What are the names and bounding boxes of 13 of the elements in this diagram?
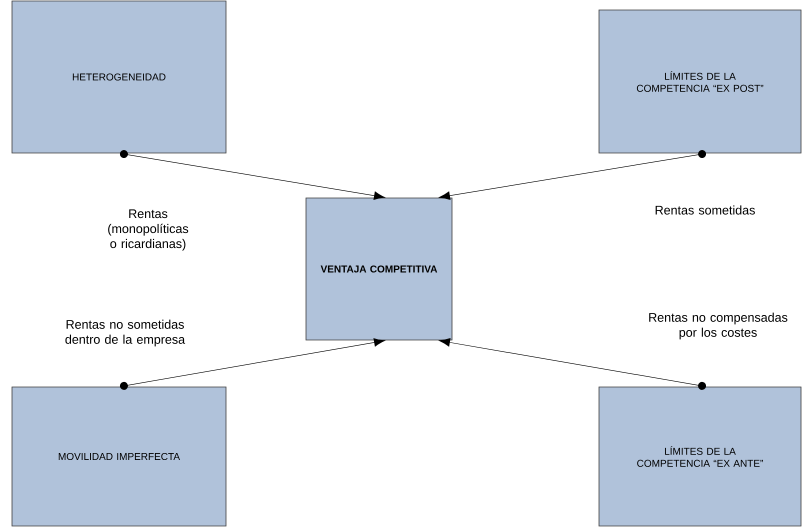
arrow [120,150,386,200]
rent-label: Rentas sometidas [656,205,755,215]
arrow [120,338,386,390]
rent-label: Rentas no sometidas dentro de la empresa [65,320,186,346]
arrow [438,150,706,200]
rent-label: Rentas no compensadas por los costes [649,312,788,340]
concept-box: HETEROGENEIDAD [12,0,226,154]
arrow [438,338,706,390]
concept-box: MOVILIDAD IMPERFECTA [12,386,226,526]
rent-label: Rentas (monopolíticas o ricardianas) [108,209,188,251]
concept-box: LÍMITES DE LA COMPETENCIA “EX ANTE” [598,386,802,526]
concept-box: LÍMITES DE LA COMPETENCIA “EX POST” [598,10,802,154]
concept-box: VENTAJA COMPETITIVA [306,198,452,340]
